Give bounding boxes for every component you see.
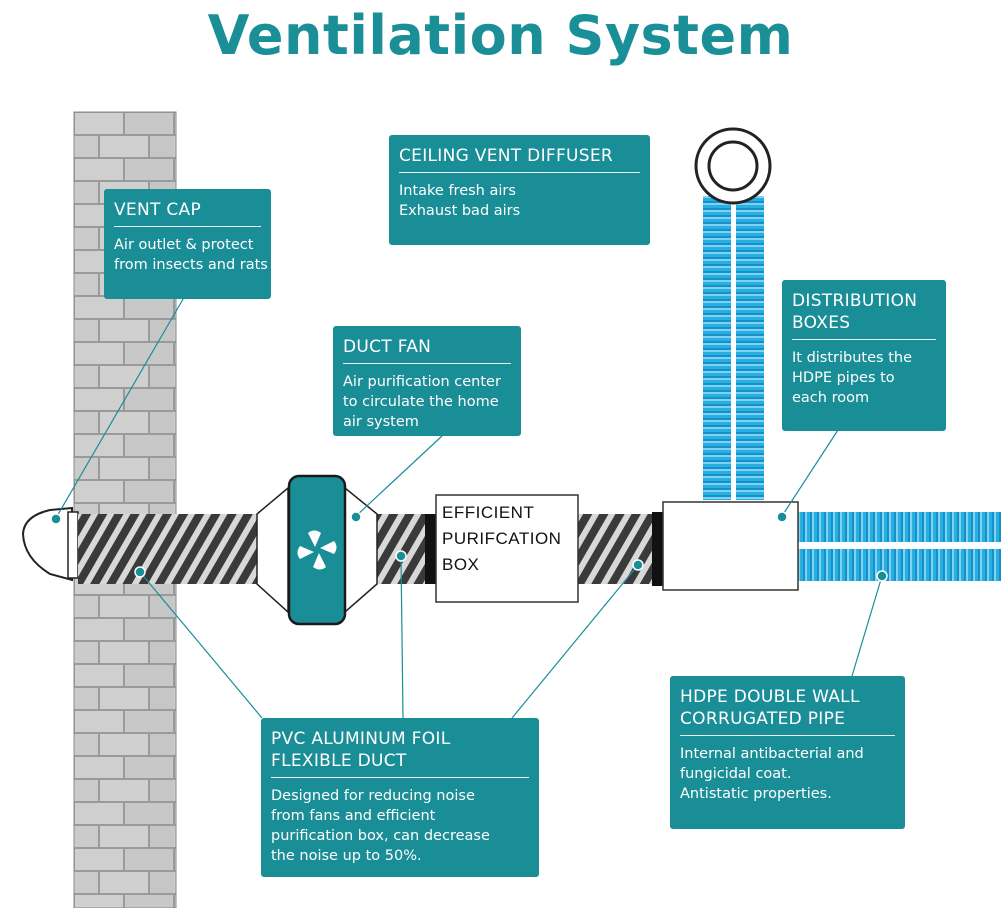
distribution-box <box>662 501 799 591</box>
flexible-duct-segment-1 <box>78 514 262 584</box>
leader-dots <box>50 511 888 582</box>
callout-distribution-boxes: DISTRIBUTION BOXES It distributes the HD… <box>782 280 946 431</box>
hdpe-pipe-vertical-left <box>703 196 731 500</box>
callout-title: PVC ALUMINUM FOIL FLEXIBLE DUCT <box>271 728 529 778</box>
diagram-title: Ventilation System <box>207 4 794 67</box>
callout-title: HDPE DOUBLE WALL CORRUGATED PIPE <box>680 686 895 736</box>
callout-hdpe-corrugated-pipe: HDPE DOUBLE WALL CORRUGATED PIPE Interna… <box>670 676 905 829</box>
callout-duct-fan: DUCT FAN Air purification center to circ… <box>333 326 521 436</box>
hdpe-pipe-horizontal-top <box>797 512 1001 542</box>
callout-title: DISTRIBUTION BOXES <box>792 290 936 340</box>
callout-pvc-flexible-duct: PVC ALUMINUM FOIL FLEXIBLE DUCT Designed… <box>261 718 539 877</box>
callout-title: DUCT FAN <box>343 336 511 364</box>
callout-ceiling-vent-diffuser: CEILING VENT DIFFUSER Intake fresh airs … <box>389 135 650 245</box>
callout-body: It distributes the HDPE pipes to each ro… <box>792 350 912 406</box>
purification-box-label: EFFICIENT PURIFCATION BOX <box>442 503 562 574</box>
callout-body: Designed for reducing noise from fans an… <box>271 788 490 864</box>
callout-title: CEILING VENT DIFFUSER <box>399 145 640 173</box>
fan-reducer-left <box>256 486 289 614</box>
callout-title: VENT CAP <box>114 199 261 227</box>
callout-body: Internal antibacterial and fungicidal co… <box>680 746 864 802</box>
callout-vent-cap: VENT CAP Air outlet & protect from insec… <box>104 189 271 299</box>
coupler-left <box>425 514 437 584</box>
ceiling-vent-diffuser <box>694 127 772 205</box>
callout-body: Air purification center to circulate the… <box>343 374 501 430</box>
hdpe-pipe-horizontal-bottom <box>797 549 1001 581</box>
coupler-right <box>652 512 664 586</box>
fan-icon <box>297 530 337 570</box>
vent-cap <box>21 506 73 582</box>
vent-cap-collar <box>67 511 79 579</box>
callout-body: Intake fresh airs Exhaust bad airs <box>399 183 521 219</box>
purification-box <box>435 494 579 603</box>
hdpe-pipe-vertical-right <box>736 196 764 500</box>
callout-body: Air outlet & protect from insects and ra… <box>114 237 268 273</box>
flexible-duct-segment-3 <box>578 514 656 584</box>
fan-reducer-right <box>344 486 378 614</box>
leader-lines <box>55 293 883 719</box>
